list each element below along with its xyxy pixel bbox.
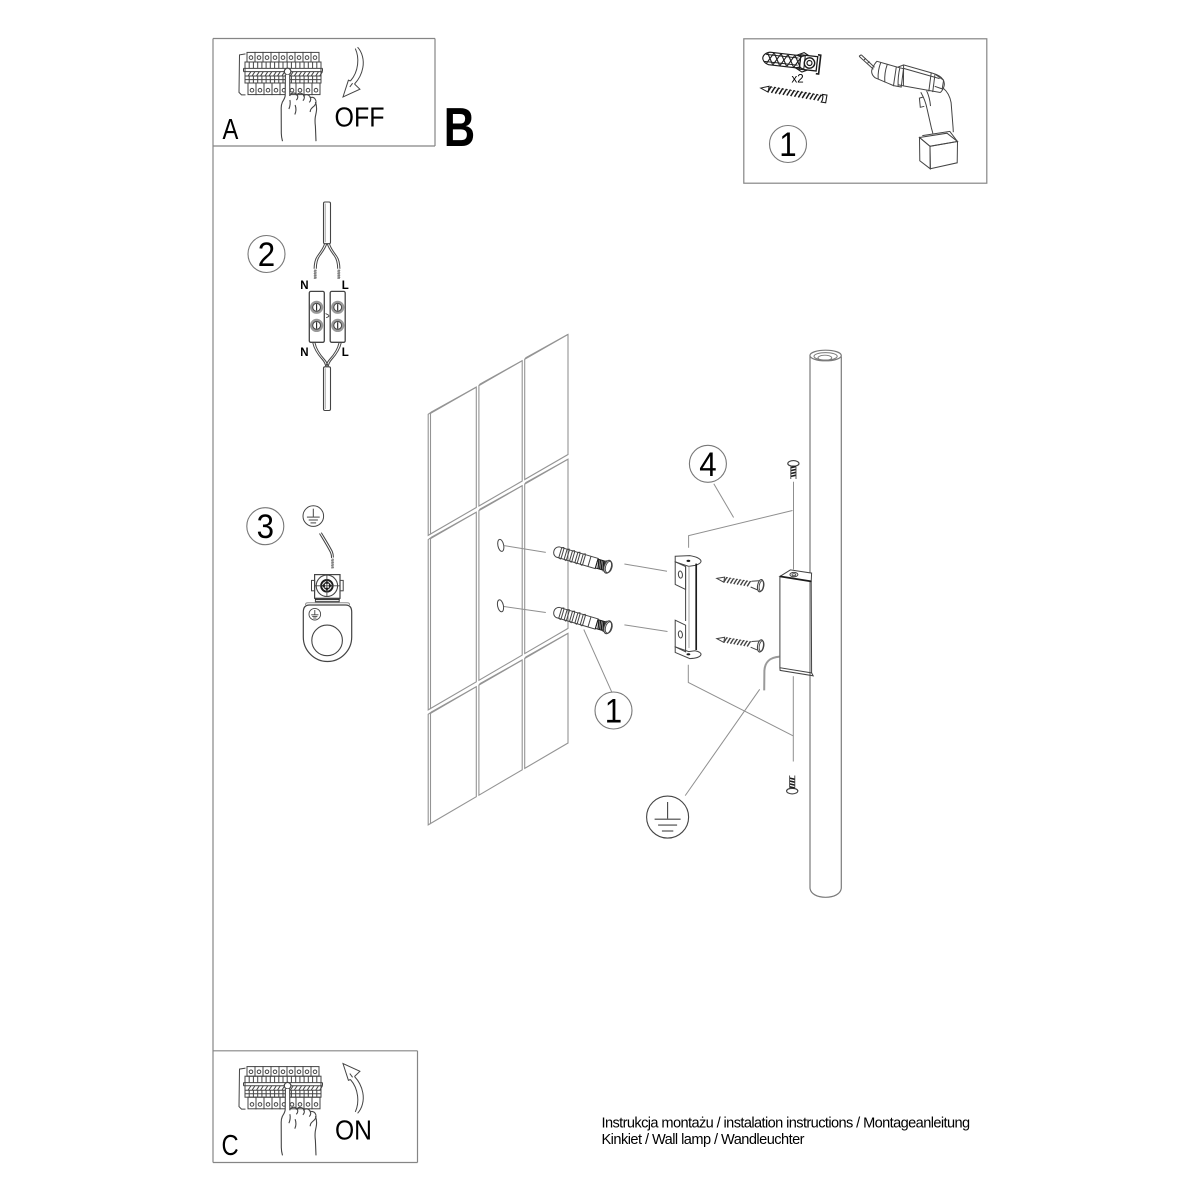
svg-text:B: B bbox=[444, 96, 475, 158]
svg-text:3: 3 bbox=[257, 507, 274, 546]
svg-text:x2: x2 bbox=[792, 74, 804, 86]
svg-text:C: C bbox=[222, 1129, 239, 1162]
svg-text:N: N bbox=[300, 347, 308, 359]
svg-text:Kinkiet / Wall lamp / Wandleuc: Kinkiet / Wall lamp / Wandleuchter bbox=[602, 1132, 805, 1148]
svg-text:N: N bbox=[300, 280, 308, 292]
svg-text:L: L bbox=[342, 280, 349, 292]
svg-text:ON: ON bbox=[335, 1115, 372, 1146]
svg-text:1: 1 bbox=[605, 691, 622, 730]
svg-text:Instrukcja montażu / instalati: Instrukcja montażu / instalation instruc… bbox=[602, 1116, 971, 1132]
svg-text:4: 4 bbox=[699, 445, 716, 484]
svg-text:OFF: OFF bbox=[335, 102, 385, 133]
svg-text:2: 2 bbox=[258, 235, 275, 274]
svg-text:L: L bbox=[342, 347, 349, 359]
svg-text:A: A bbox=[223, 113, 239, 146]
svg-text:1: 1 bbox=[779, 125, 796, 164]
